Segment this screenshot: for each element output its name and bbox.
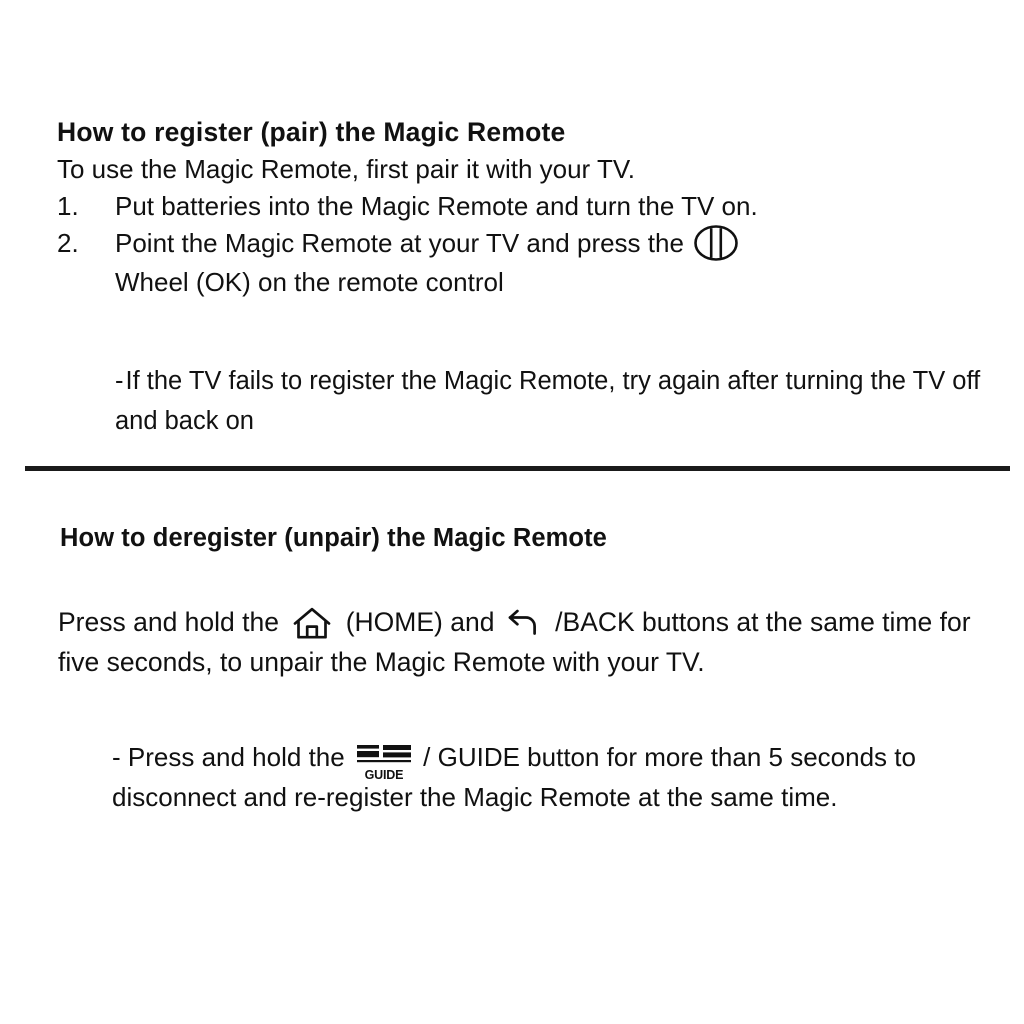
section-divider (25, 466, 1010, 471)
register-note-dash: - (115, 367, 124, 395)
step-2-text-continued: Wheel (OK) on the remote control (115, 267, 504, 298)
home-icon (292, 606, 332, 640)
step-2-text-before-icon: Point the Magic Remote at your TV and pr… (115, 228, 692, 259)
register-steps-list: 1. Put batteries into the Magic Remote a… (57, 188, 997, 301)
step-1-text: Put batteries into the Magic Remote and … (115, 191, 758, 222)
guide-note-text-part1: Press and hold the (120, 742, 352, 772)
step-2-number: 2. (57, 228, 79, 259)
register-step-1: 1. Put batteries into the Magic Remote a… (57, 188, 997, 225)
step-2-text: Point the Magic Remote at your TV and pr… (115, 225, 997, 264)
deregister-paragraph: Press and hold the (HOME) and /BACK butt… (58, 602, 988, 683)
register-note-text: If the TV fails to register the Magic Re… (115, 367, 981, 435)
step-1-number: 1. (57, 191, 79, 222)
guide-note-dash: - (112, 742, 121, 772)
section-deregister-magic-remote: How to deregister (unpair) the Magic Rem… (60, 524, 1010, 553)
register-note: -If the TV fails to register the Magic R… (115, 362, 995, 442)
deregister-text-part1: Press and hold the (58, 607, 287, 637)
guide-note-text-part2: / GUIDE button for more than 5 seconds t… (112, 742, 916, 812)
deregister-guide-note: - Press and hold the GUIDE / GUIDE butto… (112, 738, 992, 817)
register-lead-text: To use the Magic Remote, first pair it w… (57, 153, 636, 184)
deregister-text-part2: (HOME) and (338, 607, 502, 637)
deregister-text-part3: /BACK buttons at the same time for five … (58, 607, 971, 678)
back-icon (506, 608, 544, 638)
section-register-magic-remote: How to register (pair) the Magic Remote … (57, 117, 997, 301)
heading-how-to-deregister: How to deregister (unpair) the Magic Rem… (60, 524, 607, 552)
heading-how-to-register: How to register (pair) the Magic Remote (57, 117, 566, 147)
register-step-2: 2. Point the Magic Remote at your TV and… (57, 225, 997, 264)
guide-icon: GUIDE (355, 744, 413, 782)
wheel-ok-icon (693, 224, 739, 262)
guide-icon-label: GUIDE (364, 767, 404, 782)
